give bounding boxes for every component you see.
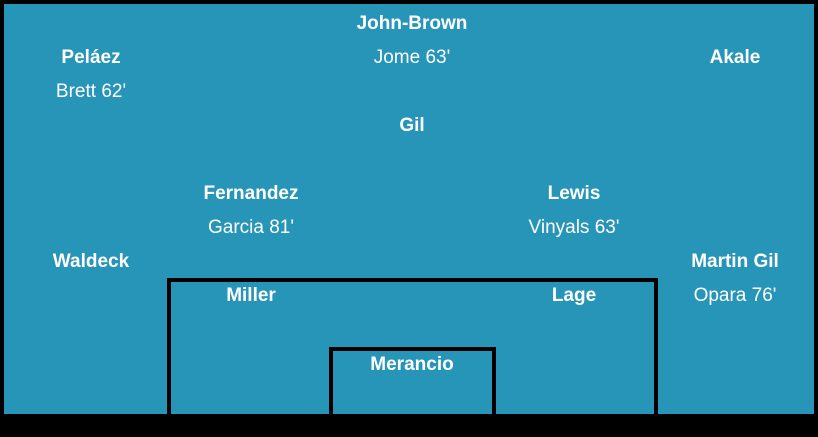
player-sub-pelaez: Brett 62' [55, 81, 127, 102]
player-name-merancio: Merancio [370, 354, 454, 375]
player-sub-martin-gil: Opara 76' [693, 285, 777, 306]
player-name-akale: Akale [709, 47, 761, 68]
player-sub-lewis: Vinyals 63' [528, 217, 620, 238]
player-name-martin-gil: Martin Gil [691, 251, 779, 272]
player-name-gil: Gil [399, 115, 425, 136]
player-name-waldeck: Waldeck [52, 251, 130, 272]
player-name-pelaez: Peláez [61, 47, 121, 68]
player-sub-fernandez: Garcia 81' [207, 217, 295, 238]
player-name-john-brown: John-Brown [356, 13, 468, 34]
player-name-miller: Miller [226, 285, 276, 306]
player-name-fernandez: Fernandez [203, 183, 299, 204]
player-name-lewis: Lewis [547, 183, 601, 204]
player-sub-john-brown: Jome 63' [373, 47, 451, 68]
player-name-lage: Lage [551, 285, 597, 306]
